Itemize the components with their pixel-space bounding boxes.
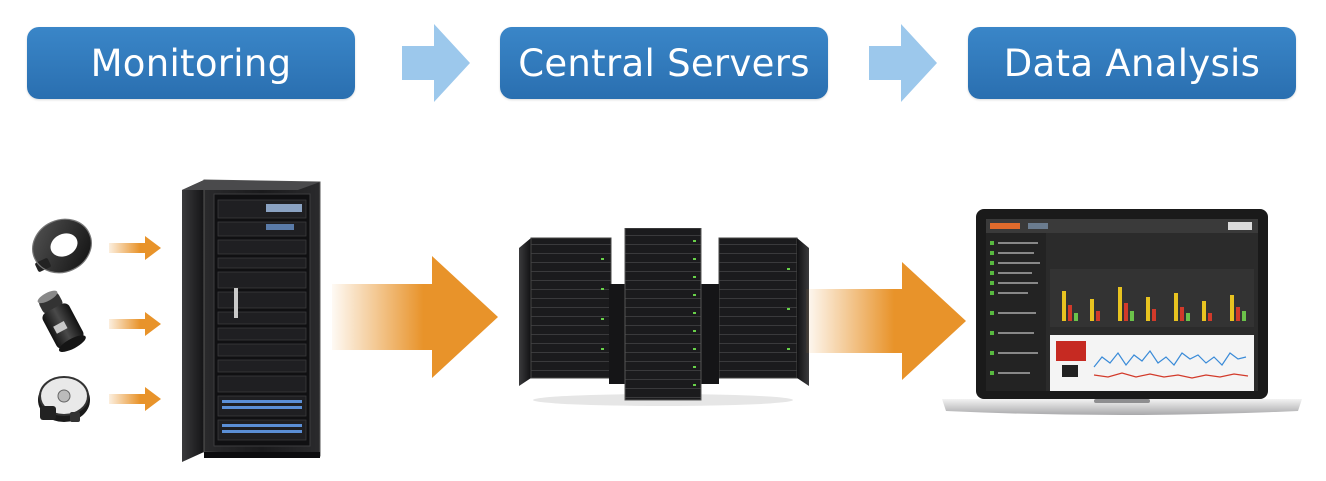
server-rack-icon: [182, 179, 321, 462]
disc-sensor-icon: [38, 376, 90, 422]
stage-data-analysis: Data Analysis: [968, 27, 1296, 99]
sensor-arrow-3-icon: [109, 387, 161, 411]
chevron-arrow-1-icon: [402, 24, 470, 102]
stage-central-servers: Central Servers: [500, 27, 828, 99]
flow-arrow-1-icon: [332, 256, 498, 378]
stage-central-servers-label: Central Servers: [518, 41, 810, 85]
sensor-arrow-1-icon: [109, 236, 161, 260]
flow-arrow-2-icon: [806, 262, 966, 380]
cylindrical-probe-sensor-icon: [37, 290, 86, 352]
stage-data-analysis-label: Data Analysis: [1003, 41, 1261, 85]
stage-monitoring-label: Monitoring: [90, 41, 292, 85]
chevron-arrow-2-icon: [869, 24, 937, 102]
clamp-sensor-icon: [32, 218, 92, 274]
sensor-arrow-2-icon: [109, 312, 161, 336]
server-cluster-icon: [519, 228, 809, 406]
stage-monitoring: Monitoring: [27, 27, 355, 99]
laptop-dashboard-icon: [942, 209, 1302, 415]
